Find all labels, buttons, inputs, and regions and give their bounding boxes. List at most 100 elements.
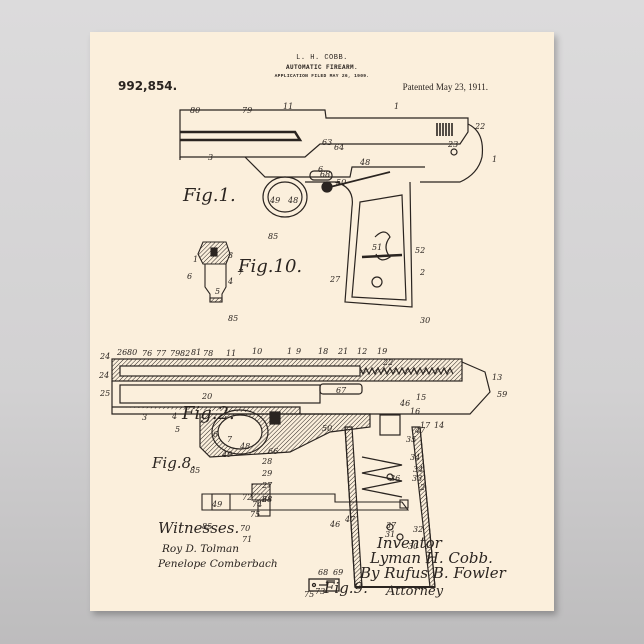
svg-text:72: 72 <box>242 493 252 502</box>
svg-text:80: 80 <box>190 106 200 115</box>
svg-text:3: 3 <box>208 153 213 162</box>
svg-text:34: 34 <box>410 453 420 462</box>
svg-text:49: 49 <box>211 500 222 509</box>
inventor-label: Inventor <box>377 534 442 552</box>
header-application-filed: APPLICATION FILED MAY 26, 1909. <box>274 74 370 79</box>
fig1-drawing <box>179 109 484 308</box>
svg-text:68: 68 <box>262 495 272 504</box>
svg-text:1: 1 <box>492 155 497 164</box>
svg-text:50: 50 <box>322 424 332 433</box>
svg-text:47: 47 <box>414 426 426 435</box>
svg-text:35: 35 <box>406 435 416 444</box>
svg-text:85: 85 <box>268 232 278 241</box>
svg-text:7: 7 <box>238 268 244 277</box>
svg-text:63: 63 <box>322 138 332 147</box>
svg-text:25: 25 <box>99 389 110 398</box>
svg-text:2: 2 <box>419 483 425 492</box>
svg-text:26: 26 <box>116 348 127 357</box>
svg-text:32: 32 <box>413 525 423 534</box>
svg-text:4: 4 <box>171 412 177 421</box>
patented-date: Patented May 23, 1911. <box>402 82 488 92</box>
svg-text:68: 68 <box>320 170 330 179</box>
svg-text:6: 6 <box>213 430 218 439</box>
svg-text:64: 64 <box>334 143 344 152</box>
fig1-caption: Fig.1. <box>183 185 236 206</box>
svg-text:30: 30 <box>420 316 430 325</box>
svg-text:37: 37 <box>386 521 397 530</box>
patent-number: 992,854. <box>118 79 178 93</box>
svg-text:85: 85 <box>190 466 200 475</box>
svg-text:1: 1 <box>193 255 198 264</box>
svg-text:6: 6 <box>318 165 323 174</box>
svg-text:2: 2 <box>261 495 267 504</box>
svg-text:1: 1 <box>287 347 292 356</box>
fig8-caption: Fig.8. <box>152 454 196 472</box>
svg-text:69: 69 <box>333 568 343 577</box>
svg-text:66: 66 <box>268 447 278 456</box>
svg-text:22: 22 <box>382 358 393 367</box>
svg-text:48: 48 <box>287 196 298 205</box>
fig9-caption: Fig.9. <box>324 579 368 597</box>
svg-text:22: 22 <box>474 122 485 131</box>
svg-text:78: 78 <box>203 349 213 358</box>
svg-text:76: 76 <box>142 349 152 358</box>
svg-text:79: 79 <box>170 349 180 358</box>
fig2-caption: Fig.2. <box>182 403 235 424</box>
svg-text:85: 85 <box>228 314 238 323</box>
svg-text:10: 10 <box>252 347 262 356</box>
svg-text:23: 23 <box>447 140 458 149</box>
svg-text:47: 47 <box>344 515 356 524</box>
svg-text:17: 17 <box>420 421 431 430</box>
svg-text:75: 75 <box>250 510 260 519</box>
svg-text:48: 48 <box>359 158 370 167</box>
svg-text:73: 73 <box>315 587 325 596</box>
fig9-drawing <box>308 578 340 592</box>
svg-text:9: 9 <box>296 347 301 356</box>
witness-1-signature: Roy D. Tolman <box>162 543 240 555</box>
svg-text:24: 24 <box>98 371 109 380</box>
fig10-drawing <box>197 241 231 303</box>
header-title: AUTOMATIC FIREARM. <box>285 64 358 71</box>
attorney-signature: By Rufus B. Fowler <box>360 564 506 582</box>
svg-text:49: 49 <box>221 450 232 459</box>
attorney-label: Attorney <box>386 584 444 599</box>
svg-text:52: 52 <box>415 246 425 255</box>
svg-text:80: 80 <box>127 348 137 357</box>
fig10-caption: Fig.10. <box>238 256 303 277</box>
svg-text:28: 28 <box>261 457 272 466</box>
svg-text:33: 33 <box>412 474 422 483</box>
svg-text:12: 12 <box>357 347 367 356</box>
svg-text:77: 77 <box>156 349 167 358</box>
svg-text:15: 15 <box>416 393 426 402</box>
svg-text:3: 3 <box>142 413 147 422</box>
svg-text:11: 11 <box>226 349 236 358</box>
svg-text:49: 49 <box>269 196 280 205</box>
svg-text:21: 21 <box>337 347 348 356</box>
svg-text:46: 46 <box>329 520 340 529</box>
svg-text:20: 20 <box>201 392 212 401</box>
svg-text:85: 85 <box>202 522 212 531</box>
svg-text:81: 81 <box>191 348 201 357</box>
svg-text:29: 29 <box>261 469 272 478</box>
svg-text:75: 75 <box>304 590 314 599</box>
inventor-signature: Lyman H. Cobb. <box>370 549 493 567</box>
svg-text:5: 5 <box>215 287 220 296</box>
svg-text:71: 71 <box>242 535 252 544</box>
svg-text:30: 30 <box>408 542 418 551</box>
svg-text:11: 11 <box>283 102 293 111</box>
witness-2-signature: Penelope Comberbach <box>158 558 278 570</box>
svg-text:14: 14 <box>434 421 444 430</box>
svg-text:27: 27 <box>329 275 341 284</box>
svg-text:48: 48 <box>239 442 250 451</box>
svg-text:50: 50 <box>336 178 346 187</box>
fig8-drawing <box>201 483 410 517</box>
svg-text:34: 34 <box>413 465 423 474</box>
header-inventor-name: L. H. COBB. <box>296 54 348 62</box>
svg-text:82: 82 <box>180 349 190 358</box>
svg-text:19: 19 <box>377 347 387 356</box>
svg-text:68: 68 <box>318 568 328 577</box>
svg-text:59: 59 <box>497 390 507 399</box>
svg-text:51: 51 <box>372 243 382 252</box>
